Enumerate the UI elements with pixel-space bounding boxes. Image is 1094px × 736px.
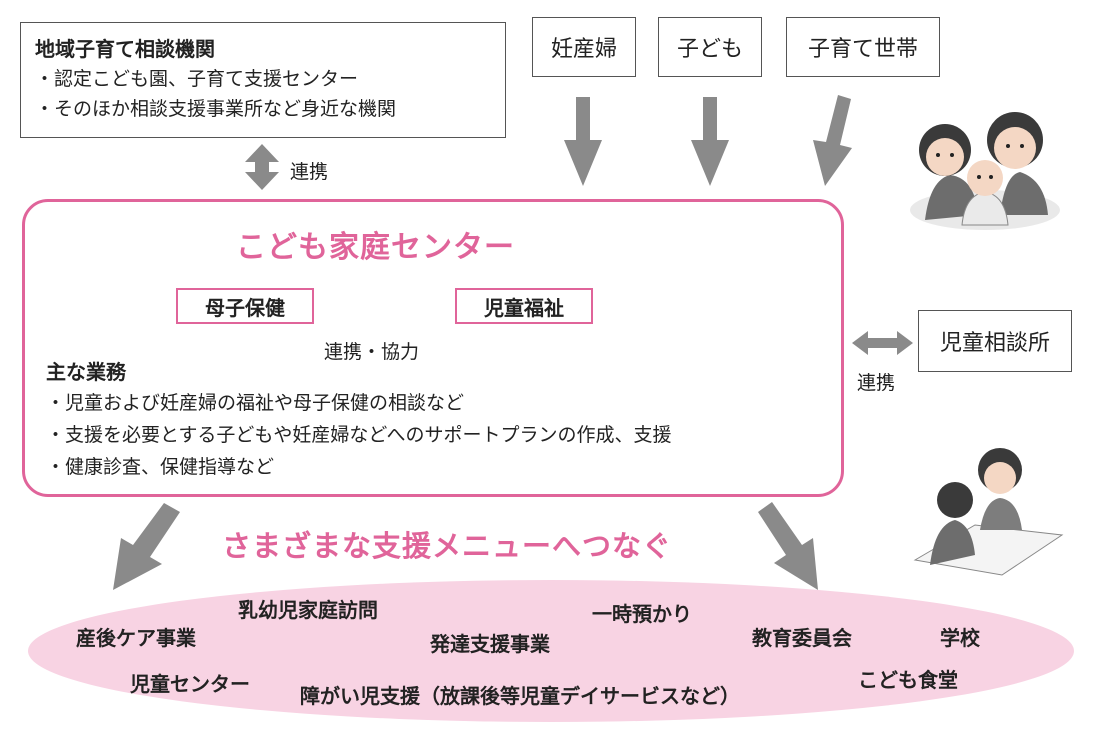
menu-item-school: 学校: [940, 626, 980, 650]
child-family-center-box: [22, 199, 844, 497]
menu-item-home-visit: 乳幼児家庭訪問: [238, 598, 378, 622]
center-title: こども家庭センター: [236, 230, 515, 265]
duties-title: 主な業務: [46, 360, 126, 384]
consultation-office-box: 児童相談所: [918, 310, 1072, 372]
duty-2: ・支援を必要とする子どもや妊産婦などへのサポートプランの作成、支援: [46, 424, 672, 446]
menu-item-education-board: 教育委員会: [752, 626, 852, 650]
menu-item-development-support: 発達支援事業: [430, 632, 550, 656]
agency-line-2: ・そのほか相談支援事業所など身近な機関: [35, 98, 397, 120]
arrow-pregnant-down: [564, 97, 602, 186]
consultation-illustration: [913, 448, 1064, 576]
support-menu-ellipse: [28, 580, 1074, 722]
agency-title: 地域子育て相談機関: [35, 37, 215, 61]
child-welfare-box: 児童福祉: [455, 288, 593, 324]
local-agency-box: 地域子育て相談機関 ・認定こども園、子育て支援センター ・そのほか相談支援事業所…: [20, 22, 506, 138]
arrow-household-down: [813, 95, 852, 186]
arrow-menu-left: [113, 503, 180, 590]
partners-link-label: 連携・協力: [324, 341, 420, 363]
agency-center-link-label: 連携: [290, 161, 329, 183]
menu-item-disability-support: 障がい児支援（放課後等児童デイサービスなど）: [300, 684, 740, 708]
menu-item-children-center: 児童センター: [130, 672, 250, 696]
duty-1: ・児童および妊産婦の福祉や母子保健の相談など: [46, 392, 465, 414]
arrow-menu-right: [758, 502, 818, 590]
arrow-agency-center: [245, 144, 279, 190]
arrow-consult: [852, 331, 913, 355]
actor-household-box: 子育て世帯: [786, 17, 940, 77]
duty-3: ・健康診査、保健指導など: [46, 456, 275, 478]
menu-item-postpartum-care: 産後ケア事業: [76, 626, 196, 650]
menu-heading: さまざまな支援メニューへつなぐ: [222, 529, 673, 563]
arrow-child-down: [691, 97, 729, 186]
consult-link-label: 連携: [857, 372, 896, 394]
actor-child-box: 子ども: [658, 17, 762, 77]
agency-line-1: ・認定こども園、子育て支援センター: [35, 68, 359, 90]
actor-pregnant-box: 妊産婦: [532, 17, 636, 77]
menu-item-kids-cafeteria: こども食堂: [858, 668, 958, 692]
menu-item-temporary-care: 一時預かり: [592, 602, 692, 626]
maternal-health-box: 母子保健: [176, 288, 314, 324]
family-illustration: [910, 112, 1060, 230]
